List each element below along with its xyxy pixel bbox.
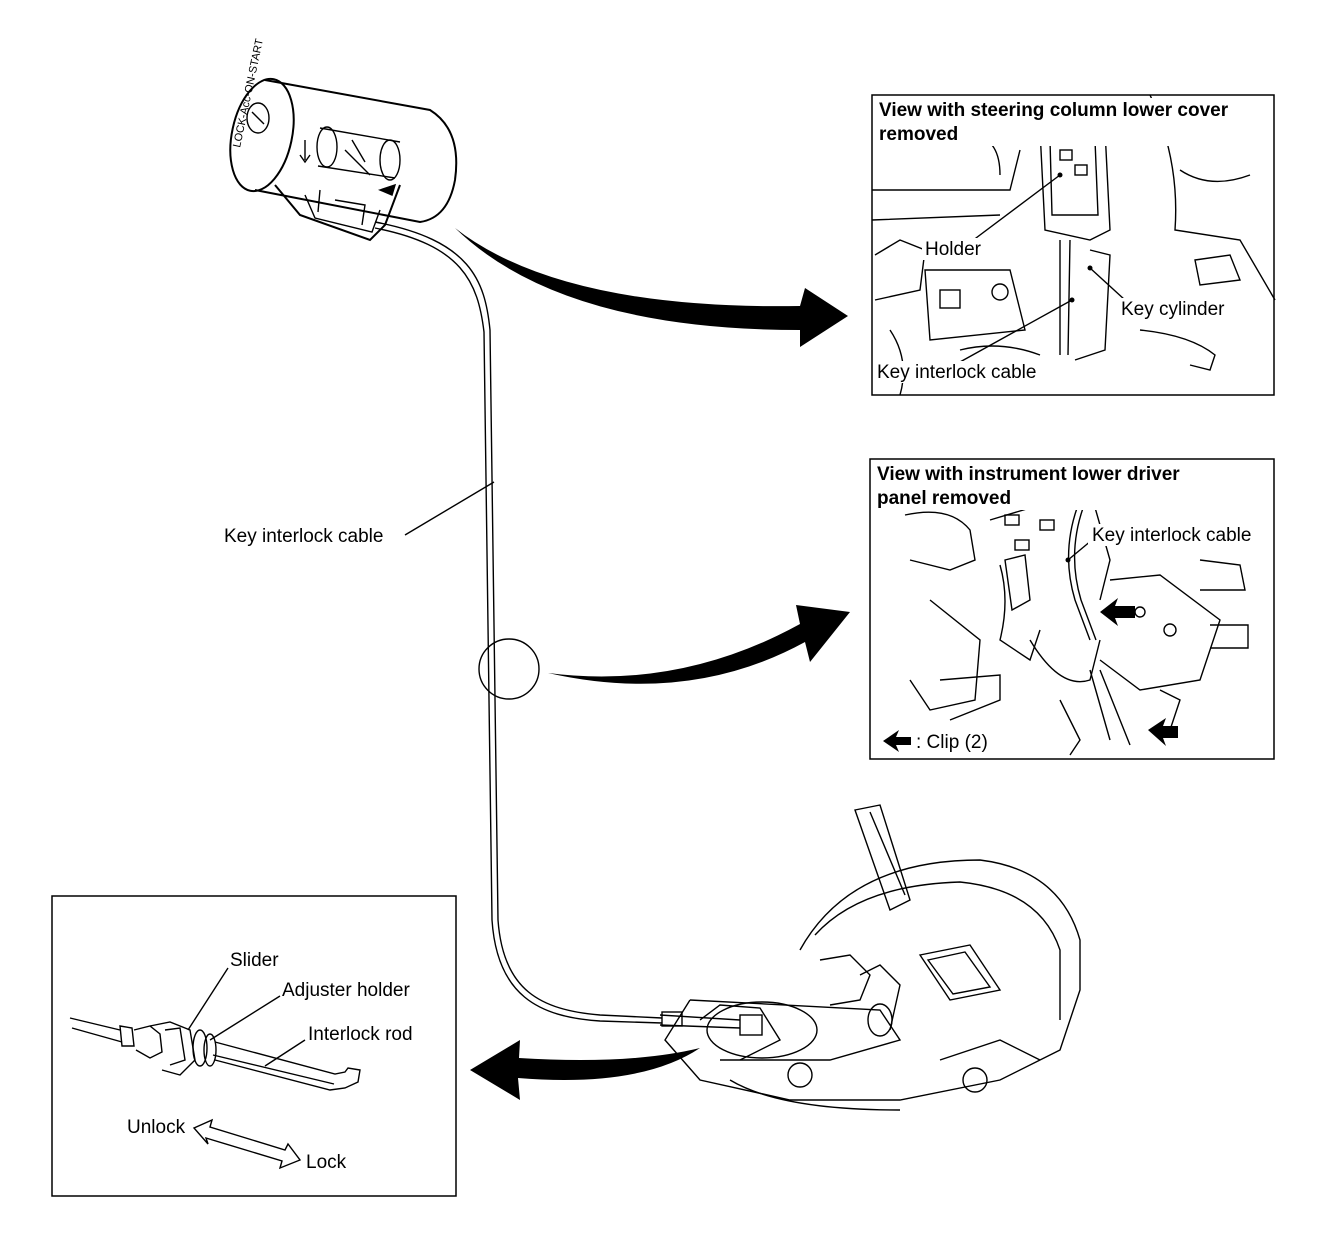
middle-panel-cable-label: Key interlock cable <box>1092 525 1251 546</box>
middle-panel-title-line2: panel removed <box>877 488 1011 509</box>
unlock-label: Unlock <box>127 1117 186 1138</box>
key-interlock-cable-line <box>374 221 663 1024</box>
cable-detail-circle <box>478 638 540 700</box>
instrument-panel-view-panel: View with instrument lower driver panel … <box>869 458 1275 760</box>
top-panel-cable-label: Key interlock cable <box>877 362 1036 383</box>
key-cylinder-label: Key cylinder <box>1121 299 1225 320</box>
shift-lever-assembly-illustration <box>659 804 1081 1111</box>
callout-arrow-top <box>455 228 848 347</box>
key-cylinder-illustration: LOCK-Acc-ON-START <box>229 37 458 242</box>
key-interlock-cable-label: Key interlock cable <box>224 526 383 547</box>
slider-label: Slider <box>230 950 279 971</box>
holder-label: Holder <box>925 239 982 260</box>
cable-leader-line <box>404 481 495 536</box>
adjuster-holder-label: Adjuster holder <box>282 980 410 1001</box>
top-panel-title-line1: View with steering column lower cover <box>879 100 1229 121</box>
clip-legend-label: : Clip (2) <box>916 732 988 753</box>
steering-column-view-panel: View with steering column lower cover re… <box>871 94 1276 396</box>
middle-panel-title-line1: View with instrument lower driver <box>877 464 1180 485</box>
callout-arrow-middle <box>548 605 850 684</box>
top-panel-title-line2: removed <box>879 124 958 145</box>
callout-arrow-bottom <box>470 1040 700 1100</box>
unlock-lock-double-arrow-icon <box>192 1118 302 1170</box>
interlock-rod-label: Interlock rod <box>308 1024 413 1045</box>
lock-label: Lock <box>306 1152 347 1173</box>
clip-arrow-icon <box>883 730 911 752</box>
cable-adjuster-detail-panel: Slider Adjuster holder Interlock rod Unl… <box>51 895 457 1197</box>
